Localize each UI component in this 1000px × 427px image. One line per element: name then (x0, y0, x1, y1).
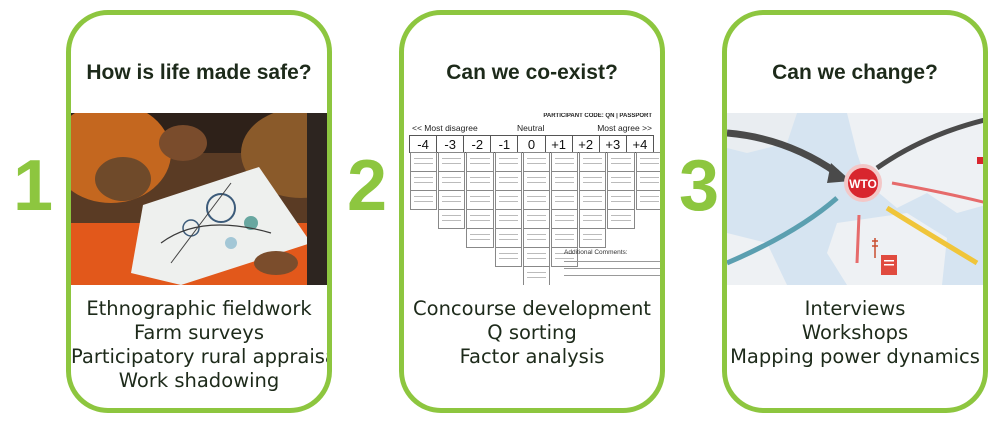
qsort-cell (607, 152, 635, 172)
comment-line (564, 261, 660, 262)
qsort-cell (410, 152, 438, 172)
qsort-cell (466, 152, 494, 172)
qsort-cell (438, 152, 466, 172)
qsort-cell (635, 171, 660, 191)
qsort-grid: PARTICIPANT CODE: QN | PASSPORT << Most … (404, 113, 660, 285)
qsort-cell (579, 209, 607, 229)
qsort-column (410, 152, 438, 210)
qsort-column (551, 152, 579, 267)
methods-list: Interviews Workshops Mapping power dynam… (727, 297, 983, 369)
qsort-cell (522, 171, 550, 191)
qsort-cell (607, 171, 635, 191)
scale-value: -2 (463, 135, 492, 153)
qsort-header: << Most disagree Neutral Most agree >> (412, 123, 652, 134)
neutral-label: Neutral (517, 123, 545, 133)
method-item: Ethnographic fieldwork (86, 297, 312, 320)
comments-label: Additional Comments: (564, 249, 628, 256)
qsort-cell (551, 171, 579, 191)
scale-value: -3 (436, 135, 465, 153)
qsort-cell (579, 228, 607, 248)
qsort-cell (522, 266, 550, 285)
scale-value: -4 (409, 135, 438, 153)
qsort-cell (494, 190, 522, 210)
qsort-cell (579, 152, 607, 172)
method-item: Farm surveys (133, 321, 265, 344)
qsort-cell (551, 209, 579, 229)
method-item: Workshops (801, 321, 909, 344)
agree-label: Most agree >> (597, 123, 652, 133)
qsort-cell (466, 171, 494, 191)
qsort-cell (607, 209, 635, 229)
panel-title: How is life made safe? (86, 61, 312, 84)
wto-label: WTO (849, 177, 877, 191)
scale-value: +1 (544, 135, 573, 153)
qsort-column (579, 152, 607, 248)
qsort-cell (494, 171, 522, 191)
method-item: Mapping power dynamics (730, 345, 980, 368)
qsort-cell (635, 152, 660, 172)
scale-value: -1 (490, 135, 519, 153)
panel-number-1: 1 (13, 146, 54, 226)
panel-number-2: 2 (347, 146, 388, 226)
comment-line (564, 268, 660, 269)
fieldwork-photo (71, 113, 327, 285)
qsort-cell (494, 228, 522, 248)
qsort-cell (522, 209, 550, 229)
disagree-label: << Most disagree (412, 123, 478, 133)
panel-number-3: 3 (679, 146, 720, 226)
scale-value: +2 (571, 135, 600, 153)
panel-title: Can we co-exist? (446, 61, 618, 84)
scale-value: 0 (517, 135, 546, 153)
qsort-cell (522, 247, 550, 267)
comment-line (564, 275, 660, 276)
power-map: WTO (727, 113, 983, 285)
method-item: Concourse development (413, 297, 651, 320)
qsort-column (466, 152, 494, 248)
qsort-cell (494, 152, 522, 172)
qsort-cell (635, 190, 660, 210)
qsort-cell (466, 209, 494, 229)
panel-card-3: Can we change? WTO Interviews Workshops (722, 10, 988, 413)
qsort-column (607, 152, 635, 229)
qsort-column (438, 152, 466, 229)
method-item: Interviews (804, 297, 906, 320)
qsort-cell (522, 228, 550, 248)
qsort-column (522, 152, 550, 285)
method-item: Q sorting (487, 321, 577, 344)
qsort-cell (522, 152, 550, 172)
method-item: Participatory rural appraisal (71, 345, 332, 368)
panel-title: Can we change? (772, 61, 938, 84)
qsort-cell (494, 209, 522, 229)
qsort-cell (551, 152, 579, 172)
methods-list: Concourse development Q sorting Factor a… (404, 297, 660, 369)
qsort-cell (438, 171, 466, 191)
scale-value: +3 (598, 135, 627, 153)
qsort-cell (410, 171, 438, 191)
panel-card-2: Can we co-exist? PARTICIPANT CODE: QN | … (399, 10, 665, 413)
qsort-cell (466, 228, 494, 248)
qsort-cell (438, 190, 466, 210)
method-item: Work shadowing (118, 369, 280, 392)
qsort-cell (579, 190, 607, 210)
qsort-cell (466, 190, 494, 210)
method-item: Factor analysis (459, 345, 605, 368)
methods-list: Ethnographic fieldwork Farm surveys Part… (71, 297, 327, 393)
participant-code: PARTICIPANT CODE: QN | PASSPORT (543, 113, 652, 119)
qsort-cell (551, 228, 579, 248)
qsort-cell (551, 190, 579, 210)
qsort-cell (607, 190, 635, 210)
qsort-column (635, 152, 660, 210)
qsort-cell (579, 171, 607, 191)
qsort-cell (438, 209, 466, 229)
qsort-scale: -4 -3 -2 -1 0 +1 +2 +3 +4 (409, 135, 654, 153)
qsort-cell (410, 190, 438, 210)
qsort-column (494, 152, 522, 267)
scale-value: +4 (625, 135, 654, 153)
qsort-cell (522, 190, 550, 210)
panel-card-1: How is life made safe? Ethnographic fiel… (66, 10, 332, 413)
qsort-cell (551, 247, 579, 267)
qsort-cell (494, 247, 522, 267)
